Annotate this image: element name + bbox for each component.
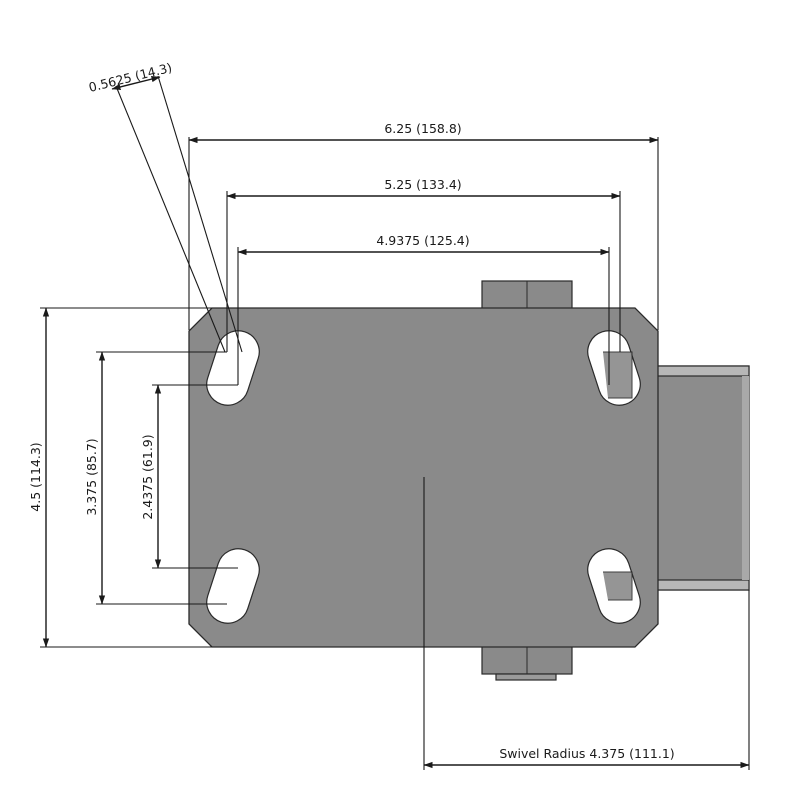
bolt-slot-bottom-left	[206, 548, 260, 624]
label-hole-diameter: 0.5625 (14.3)	[87, 60, 173, 95]
kingpin-nut-top	[481, 280, 573, 310]
dim-line-hole-diameter	[111, 76, 161, 90]
dimension-lines	[42, 76, 750, 769]
label-bolt-length-outer: 3.375 (85.7)	[84, 438, 99, 515]
wheel-housing	[654, 365, 750, 591]
label-bolt-width-inner: 4.9375 (125.4)	[376, 233, 469, 248]
label-bolt-width-outer: 5.25 (133.4)	[384, 177, 461, 192]
extension-lines	[40, 75, 750, 770]
label-swivel-radius: Swivel Radius 4.375 (111.1)	[499, 746, 674, 761]
fork-edge-visible	[603, 351, 633, 601]
label-bolt-length-inner: 2.4375 (61.9)	[140, 434, 155, 519]
label-overall-length: 4.5 (114.3)	[28, 442, 43, 511]
kingpin-nut-bottom	[481, 645, 573, 681]
label-overall-width: 6.25 (158.8)	[384, 121, 461, 136]
bolt-slot-top-left	[206, 330, 260, 406]
